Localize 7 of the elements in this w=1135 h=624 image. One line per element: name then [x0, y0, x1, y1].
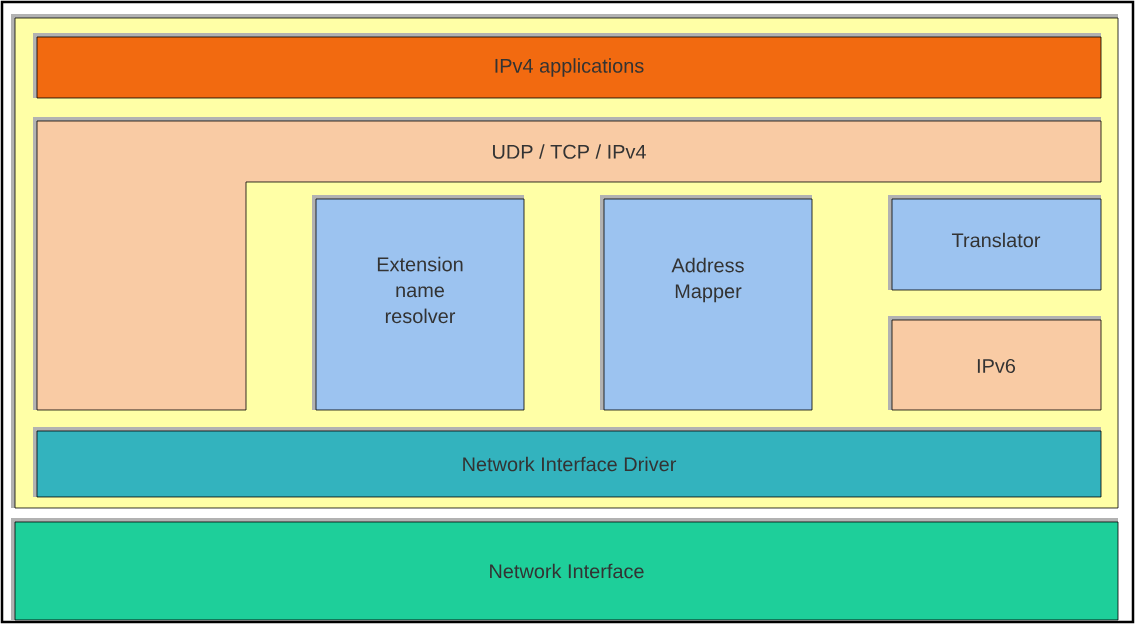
- module-box: Translator: [888, 195, 1102, 291]
- module-box: IPv6: [888, 316, 1102, 411]
- layer-bar: IPv4 applications: [33, 33, 1102, 99]
- layer-bar: Network Interface Driver: [33, 427, 1102, 498]
- module-box: Address Mapper: [600, 195, 813, 411]
- module-box: Extension name resolver: [312, 195, 525, 411]
- layer-bar: Network Interface: [11, 518, 1119, 621]
